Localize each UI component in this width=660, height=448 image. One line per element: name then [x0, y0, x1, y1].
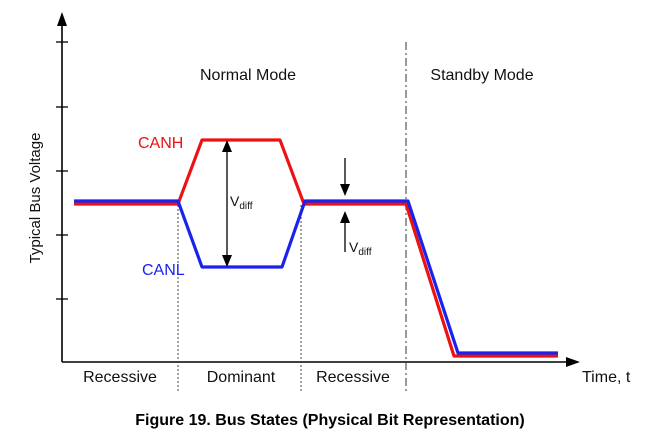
canh-label: CANH	[138, 135, 183, 152]
state-label-recessive-2: Recessive	[316, 369, 390, 386]
vdiff-arrow-head-up	[222, 140, 232, 152]
vdiff-main: V	[230, 193, 240, 209]
y-axis-label: Typical Bus Voltage	[27, 133, 44, 264]
vdiff-recessive-label: Vdiff	[349, 239, 372, 258]
vdiff-arrow-head-down	[222, 255, 232, 267]
standby-mode-label: Standby Mode	[430, 67, 533, 84]
x-axis-arrow	[566, 357, 580, 367]
vdiff-arrow-head-down	[340, 184, 350, 196]
vdiff-subscript: diff	[358, 247, 371, 258]
state-label-dominant: Dominant	[207, 369, 276, 386]
state-label-recessive-1: Recessive	[83, 369, 157, 386]
figure-caption: Figure 19. Bus States (Physical Bit Repr…	[135, 412, 524, 429]
vdiff-main: V	[349, 239, 359, 255]
vdiff-arrow-head-up	[340, 211, 350, 223]
vdiff-dominant-label: Vdiff	[230, 193, 253, 212]
vdiff-subscript: diff	[239, 201, 252, 212]
canl-label: CANL	[142, 262, 185, 279]
y-axis-arrow	[57, 12, 67, 26]
normal-mode-label: Normal Mode	[200, 67, 296, 84]
canl-line	[74, 199, 558, 355]
x-axis-label: Time, t	[582, 369, 631, 386]
canh-line	[74, 138, 558, 358]
